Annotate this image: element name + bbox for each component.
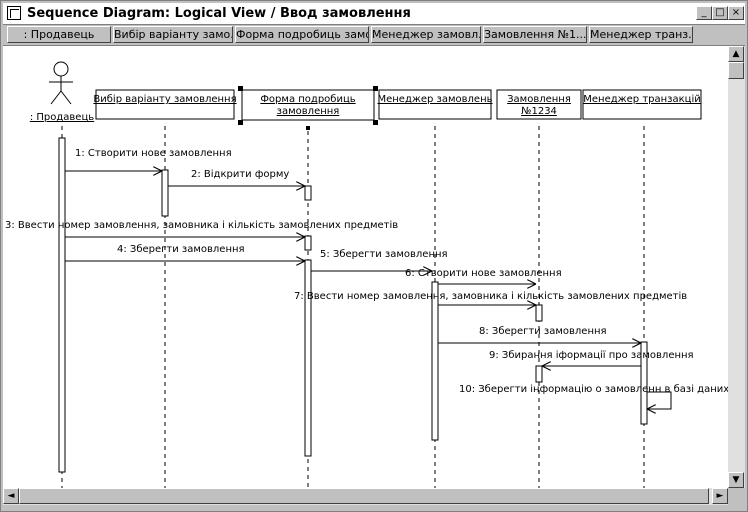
message-arrows (65, 171, 672, 409)
actor-figure[interactable] (49, 61, 73, 105)
object-transaction-manager[interactable]: Менеджер транзакцій (582, 89, 702, 120)
header-cell-transaction-manager[interactable]: Менеджер транз... (589, 26, 693, 43)
diagram-icon[interactable] (7, 6, 21, 20)
header-cell-order[interactable]: Замовлення №1... (483, 26, 587, 43)
selection-handle[interactable] (238, 86, 243, 91)
header-cell-seller[interactable]: : Продавець (7, 26, 111, 43)
message-label-10[interactable]: 10: Зберегти інформацію о замовленн в ба… (459, 383, 728, 395)
selection-handle[interactable] (306, 126, 310, 130)
message-label-3[interactable]: 3: Ввести номер замовлення, замовника і … (5, 219, 398, 231)
selection-handle[interactable] (373, 86, 378, 91)
object-label: Форма подробиць (260, 94, 355, 105)
activation-order-2 (535, 365, 543, 383)
vertical-scrollbar[interactable]: ▲ ▼ (728, 46, 745, 488)
activation-order-form-3 (304, 259, 312, 457)
message-label-7[interactable]: 7: Ввести номер замовлення, замовника і … (294, 290, 687, 302)
horizontal-scrollbar[interactable]: ◄ ► (3, 488, 728, 505)
object-order-form[interactable]: Форма подробиць замовлення (238, 86, 378, 130)
object-label: Менеджер замовлень (377, 94, 492, 105)
scroll-up-button[interactable]: ▲ (728, 46, 744, 62)
message-label-1[interactable]: 1: Створити нове замовлення (75, 148, 232, 159)
title-bar: Sequence Diagram: Logical View / Ввод за… (3, 3, 745, 25)
activation-bars (58, 137, 648, 473)
object-label-line2: замовлення (277, 106, 340, 117)
activation-order-form-2 (304, 235, 312, 251)
minimize-button[interactable]: _ (696, 6, 712, 20)
scrollbar-corner (728, 488, 745, 505)
object-label: Вибір варіанту замовлення (93, 93, 236, 105)
selection-handle[interactable] (373, 120, 378, 125)
scroll-right-button[interactable]: ► (712, 488, 728, 504)
selection-handle[interactable] (238, 120, 243, 125)
message-label-8[interactable]: 8: Зберегти замовлення (479, 326, 607, 337)
lifeline-header-bar: : Продавець Вибір варіанту замо... Форма… (3, 25, 745, 46)
message-arrow-10-self (647, 391, 672, 409)
actor-label: : Продавець (30, 112, 94, 123)
diagram-canvas[interactable]: : Продавець Вибір варіанту замовлення Фо… (3, 46, 728, 488)
lifelines (61, 126, 645, 488)
scroll-left-button[interactable]: ◄ (3, 488, 19, 504)
header-cell-option-choice[interactable]: Вибір варіанту замо... (113, 26, 233, 43)
activation-transaction-manager (640, 341, 648, 425)
message-label-6[interactable]: 6: Створити нове замовлення (405, 268, 562, 279)
object-option-choice[interactable]: Вибір варіанту замовлення (93, 89, 237, 120)
window-title: Sequence Diagram: Logical View / Ввод за… (27, 6, 411, 21)
message-label-5[interactable]: 5: Зберегти замовлення (320, 249, 448, 260)
vertical-scroll-thumb[interactable] (728, 62, 744, 79)
activation-order-manager (431, 281, 439, 441)
message-label-2[interactable]: 2: Відкрити форму (191, 168, 289, 180)
object-label: Замовлення (507, 94, 571, 105)
message-label-4[interactable]: 4: Зберегти замовлення (117, 244, 245, 255)
message-label-9[interactable]: 9: Збирання іформації про замовлення (489, 349, 694, 361)
horizontal-scroll-thumb[interactable] (19, 488, 709, 504)
activation-order-form-1 (304, 185, 312, 201)
scroll-down-button[interactable]: ▼ (728, 472, 744, 488)
activation-seller (58, 137, 66, 473)
maximize-button[interactable]: □ (712, 6, 728, 20)
object-order[interactable]: Замовлення №1234 (496, 89, 582, 120)
activation-order-1 (535, 304, 543, 322)
object-label-line2: №1234 (521, 106, 557, 117)
object-order-manager[interactable]: Менеджер замовлень (377, 89, 493, 120)
sequence-diagram: : Продавець Вибір варіанту замовлення Фо… (5, 61, 728, 488)
close-button[interactable]: × (728, 6, 744, 20)
activation-option-choice (161, 169, 169, 217)
header-cell-order-manager[interactable]: Менеджер замовл... (371, 26, 481, 43)
header-cell-order-form[interactable]: Форма подробиць замо... (235, 26, 369, 43)
object-label: Менеджер транзакцій (583, 93, 700, 105)
